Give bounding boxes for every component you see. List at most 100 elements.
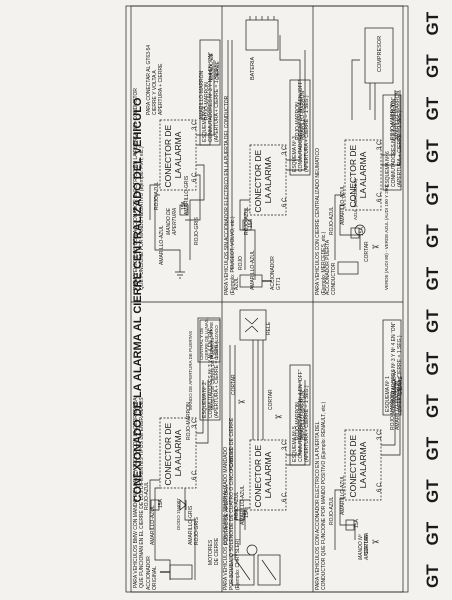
- connector-box: [249, 144, 287, 216]
- spec-text: ESQUEMA Nº 4 CONMUTADORES Nº 3 Y Nº 4 EN…: [202, 51, 220, 142]
- spec-box: [199, 319, 221, 421]
- wire: [196, 70, 211, 146]
- wire-label: ROJO-MARRON: [186, 402, 192, 440]
- connector-6c: 6 C: [192, 172, 198, 182]
- wire-label: ROJO-AZUL: [144, 481, 150, 510]
- ground-icon: [175, 265, 185, 279]
- fuse: [179, 204, 189, 216]
- connector-6c: 6 C: [377, 482, 383, 492]
- wire-label: AMARILLO-MARRON: [199, 70, 205, 120]
- gt-logo-text: GT: [423, 479, 442, 503]
- wire-label: ROJO-AZUL: [329, 206, 335, 235]
- central-label: CENTRAL Y DE CIERRE DE LUNAS, TECHO Y CI…: [199, 317, 219, 360]
- wire: [339, 497, 356, 540]
- wire-label: AMARILLO-MARRON: [300, 90, 306, 140]
- wire: [381, 380, 396, 446]
- wire: [279, 35, 301, 161]
- wire-label: AMARILLO-MARRON: [395, 90, 401, 140]
- gt-logo-text: GT: [423, 11, 442, 35]
- gt-logo-text: GT: [423, 436, 442, 460]
- gt-logo-text: GT: [423, 181, 442, 205]
- mando-label: MANDO DE APERTURA: [166, 207, 178, 236]
- wire: [381, 90, 396, 156]
- wire-label: ROJO: [238, 256, 244, 270]
- cortar-label: CORTAR: [364, 241, 370, 262]
- wire: [286, 50, 306, 171]
- wire-label: ROJO-MARRON: [390, 392, 396, 430]
- spec-box: [382, 94, 402, 191]
- wire-label: AMARILLO-GRIS: [188, 505, 194, 545]
- cut-icon: ✂: [372, 537, 380, 547]
- panel-esquema-1: CONECTOR DE LA ALARMA 3 C 6 C ESQUEMA Nº…: [315, 319, 404, 590]
- wire: [339, 204, 361, 250]
- gt-logo-text: GT: [423, 394, 442, 418]
- wire-label: ROJO-AZUL: [234, 491, 240, 520]
- wire: [149, 479, 160, 530]
- connector-box: [249, 439, 287, 511]
- wire: [239, 199, 256, 280]
- spec-text: ESQUEMA Nº 1 CONMUTADORES Nº 3 Y Nº 4 EN…: [385, 321, 403, 412]
- connector-3c: 3 C: [282, 440, 288, 450]
- connector-label: CONECTOR DE LA ALARMA: [348, 432, 368, 497]
- motors-label: MOTORES DE CIERRE: [208, 537, 220, 565]
- connector-6c: 6 C: [377, 192, 383, 202]
- wire: [244, 209, 250, 270]
- panel-note: PARA VEHICULOS CON CIERRE CENTRALIZADO M…: [223, 446, 241, 590]
- gt-logo-text: GT: [423, 54, 442, 78]
- panel-esquema-6: CONECTOR DE LA ALARMA 3 C 6 C ESQUEMA Nº…: [315, 27, 403, 295]
- actuator-icon: [337, 261, 359, 275]
- motor-hatch: [235, 559, 277, 581]
- wire: [196, 60, 215, 136]
- conectar-note: PARA CONECTAR AL GT63-54 CIERRE Y VOLTA …: [146, 43, 164, 115]
- wire-label: AZUL: [234, 277, 240, 290]
- connector-3c: 3 C: [282, 145, 288, 155]
- connector-label: CONECTOR DE LA ALARMA: [163, 122, 183, 187]
- connector-3c: 3 C: [192, 418, 198, 428]
- wire: [252, 340, 264, 440]
- wire-label: MANDO DE CIERRE DE PUERTAS: [210, 338, 215, 410]
- cortar-label: CORTAR: [268, 389, 274, 410]
- wire-label: AMARILLO-GRIS: [184, 175, 190, 215]
- wire-label: ROJO-AZUL: [154, 181, 160, 210]
- inner-frame: [130, 5, 404, 593]
- cut-icon: ✂: [238, 397, 246, 407]
- cortar-label: CORTAR: [231, 374, 237, 395]
- wire: [196, 380, 204, 434]
- connector-box: [344, 429, 382, 501]
- wire: [196, 380, 209, 444]
- wire-label: ROJO-GRIS: [194, 517, 200, 545]
- wire-label: POSITIVO DE CIERRE: [229, 417, 235, 470]
- panel-note: PARA VEHICULOS BMW CON MANDO DE LLAVE Y …: [133, 396, 145, 588]
- gt-logo-text: GT: [423, 521, 442, 545]
- connector-3c: 3 C: [377, 140, 383, 150]
- connector-label: CONECTOR DE LA ALARMA: [163, 420, 183, 485]
- fuse: [350, 227, 360, 239]
- spec-text: ESQUEMA Nº 3 CONMUTADORES Nº 3 Y Nº 4 EN…: [292, 78, 310, 172]
- wire-label: AMARILLO-AZUL: [340, 475, 346, 515]
- panel-esquema-3: CONECTOR DE LA ALARMA 3 C 6 C ESQUEMA Nº…: [224, 16, 311, 295]
- wire: [381, 380, 401, 456]
- battery-label: BATERIA: [250, 57, 256, 80]
- mando-label: MANDO Nº CIERRE: [392, 368, 404, 395]
- connector-box: [159, 417, 197, 489]
- cortar-label: CORTAR: [364, 534, 370, 555]
- motor-icon: [257, 554, 281, 586]
- connector-box: [159, 119, 197, 191]
- wire: [369, 83, 376, 120]
- mando-label: MANDO DE CIERRE: [209, 52, 221, 80]
- wire-label: AMARILLO-MARRON: [300, 390, 306, 440]
- wire-label: MANDO DE APERTURA DE PUERTAS: [188, 331, 193, 410]
- wire-label: ROJO-MARRON: [295, 402, 301, 440]
- spec-text: ESQUEMA Nº 5 CONMUTADORES Nº 3 Y Nº 4 EN…: [292, 368, 310, 462]
- fuse-label: 15A: [359, 226, 365, 236]
- wire-label: ROJO-AZUL: [244, 206, 250, 235]
- gt-logo-text: GT: [423, 139, 442, 163]
- wire: [286, 380, 306, 466]
- wire-label: AMARILLO-AZUL: [250, 250, 256, 290]
- fuse-label: 15A: [354, 518, 360, 528]
- wire-label: POSITIVO DE APERTURA: [224, 484, 230, 545]
- wire: [154, 194, 181, 265]
